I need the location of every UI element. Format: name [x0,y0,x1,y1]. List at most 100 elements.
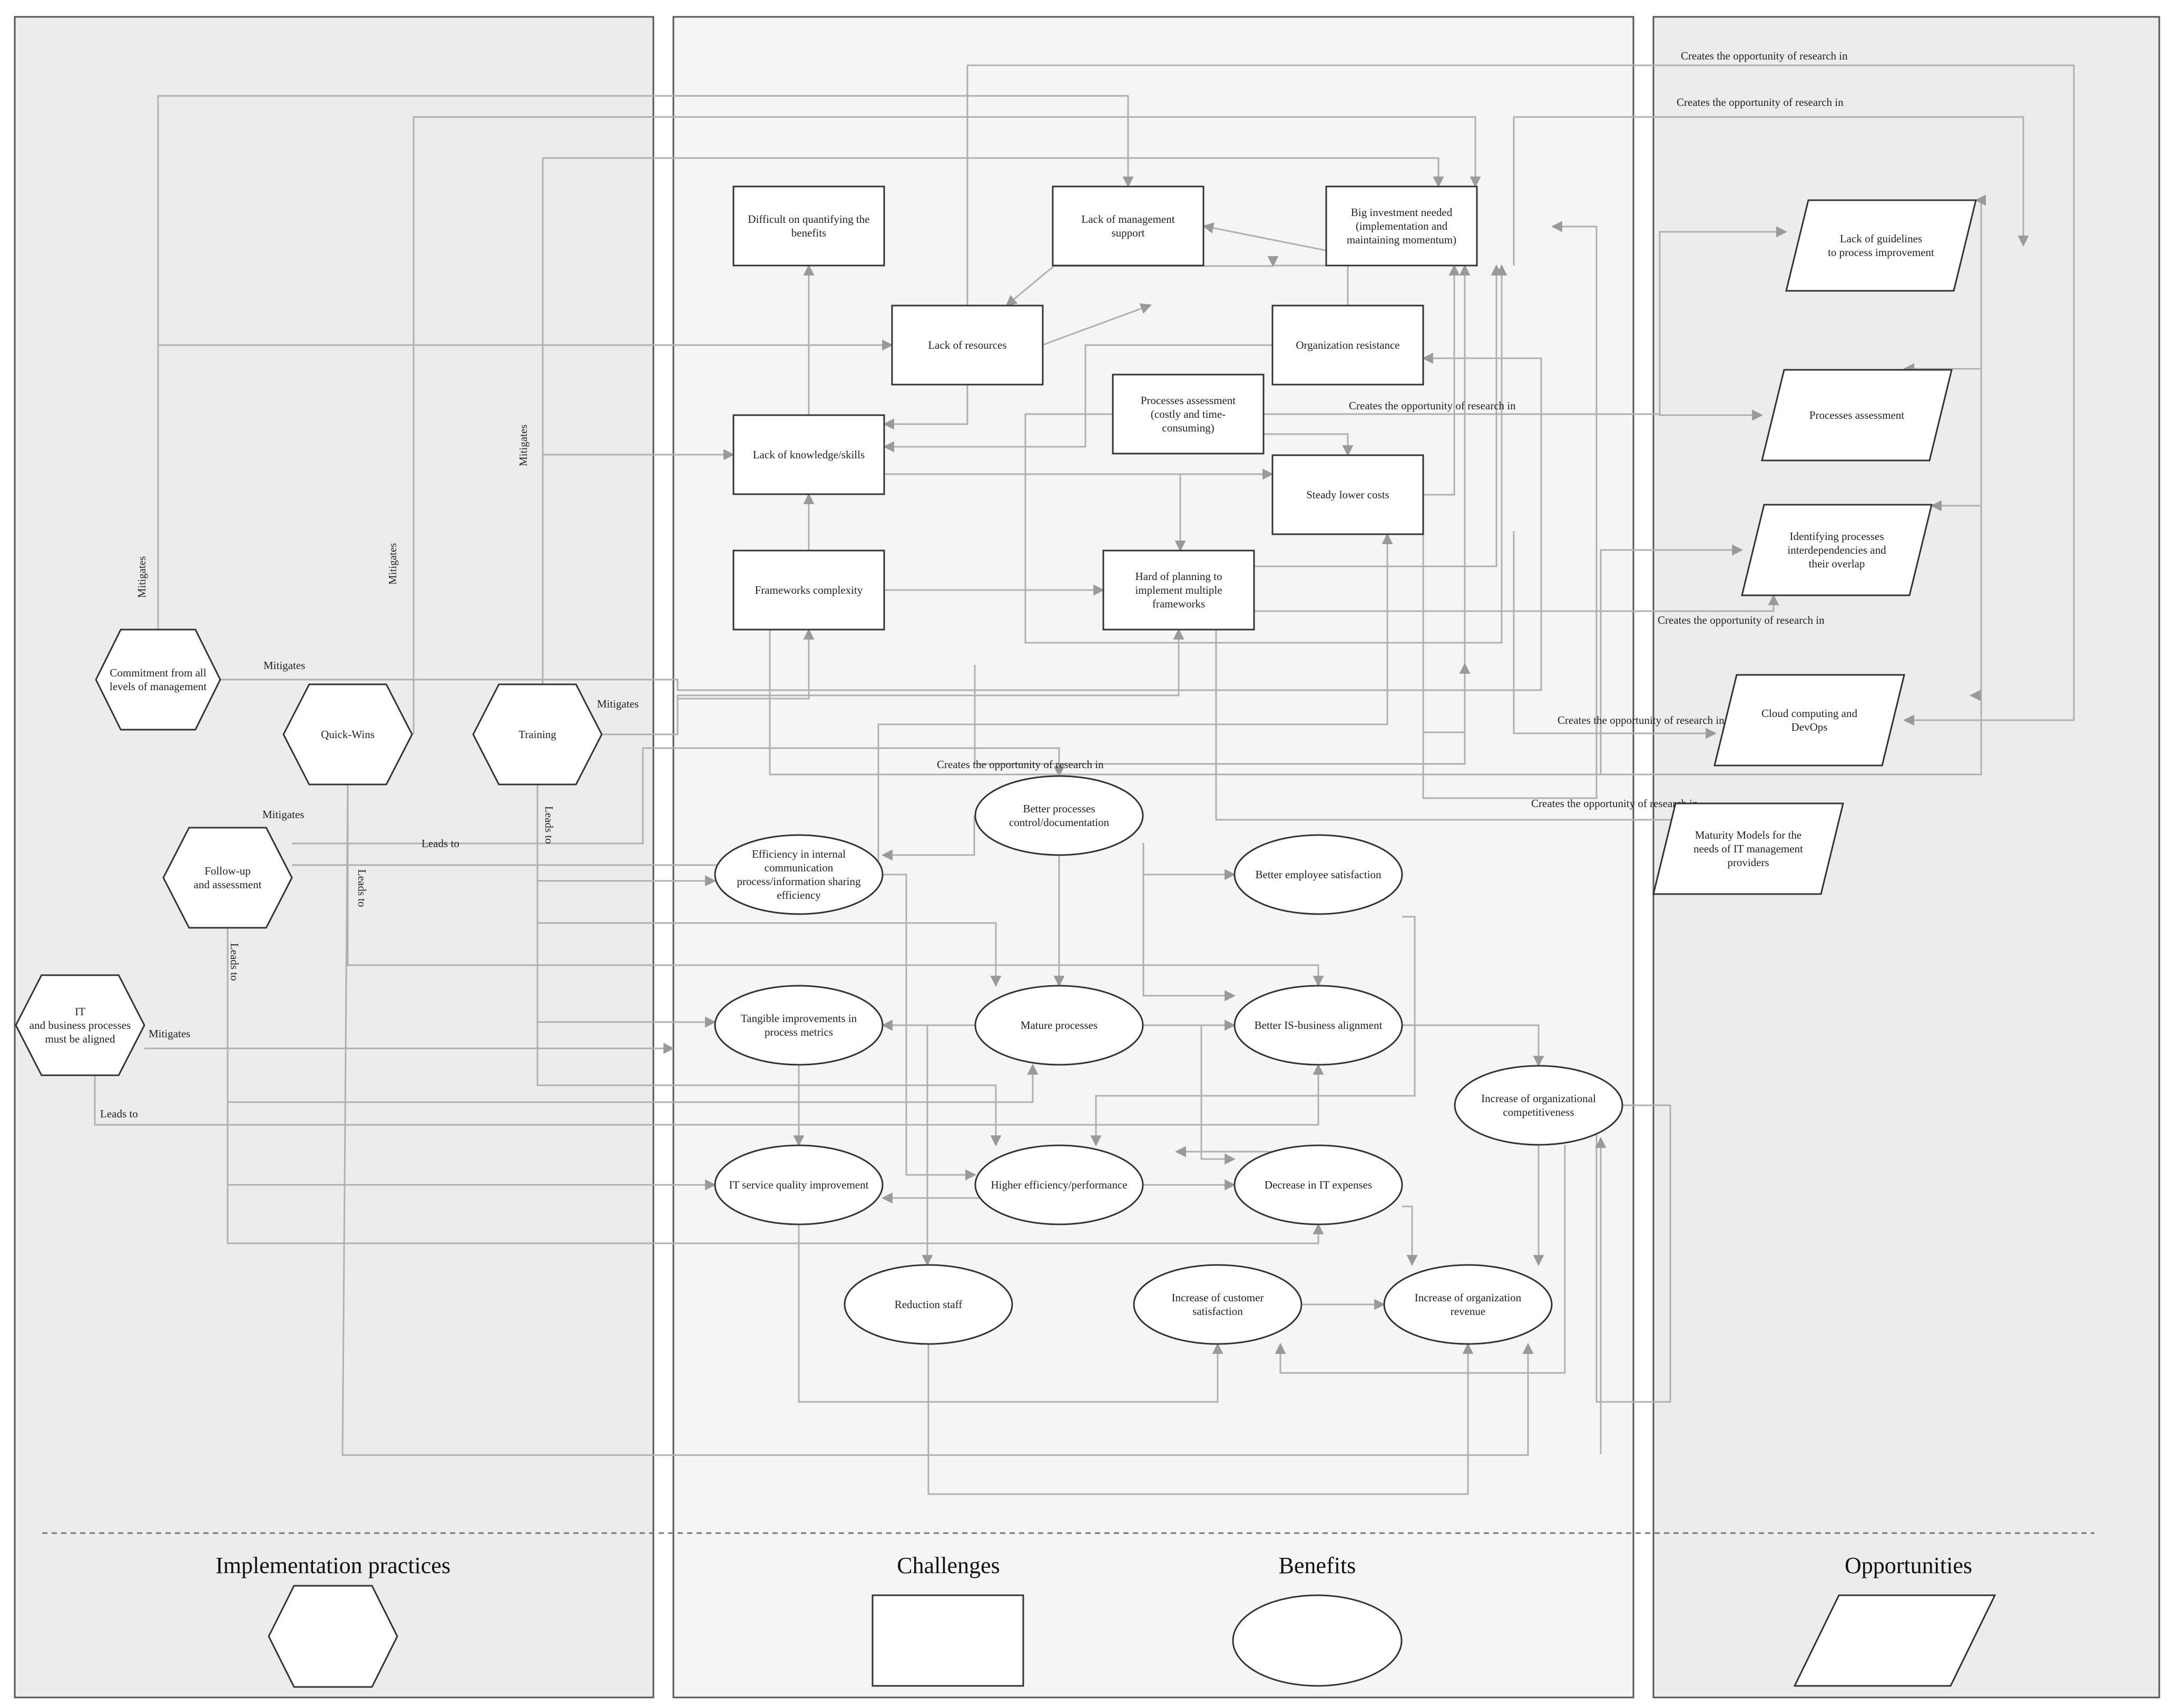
connector-arrow [966,64,2075,726]
rect-shape [1325,185,1478,267]
node-decreaseit: Decrease in IT expenses [1233,1144,1403,1225]
node-label: Increase of customer [1172,1291,1264,1304]
legend-practices-label: Implementation practices [216,1553,451,1578]
node-label: IT service quality improvement [729,1179,869,1191]
connector-arrow [157,339,894,630]
node-label: Processes assessment [1809,409,1904,421]
connector-arrow [227,928,1324,1244]
node-label: frameworks [1152,597,1205,610]
ellipse-shape [1383,1264,1553,1345]
node-isalign: Better IS-business alignment [1233,985,1403,1066]
edge-label-m7: Mitigates [149,1027,190,1040]
node-label: Processes assessment [1141,394,1236,407]
node-label: Lack of resources [928,339,1006,351]
node-label: IT [75,1005,85,1018]
connector-arrow [1402,1024,1544,1067]
node-label: efficiency [777,889,821,901]
legend-ellipse [1232,1594,1403,1687]
node-label: benefits [791,227,826,239]
node-procassess: Processes assessment(costly and time-con… [1112,374,1265,455]
connector-arrow [883,344,1348,453]
ellipse-shape [974,1144,1144,1225]
node-label: Better processes [1023,802,1095,815]
node-label: Identifying processes [1789,530,1884,543]
node-label: providers [1727,856,1769,869]
node-label: Big investment needed [1351,206,1453,219]
ellipse-shape [714,985,884,1066]
legend-opportunities-label: Opportunities [1845,1553,1972,1578]
node-label: Mature processes [1021,1019,1098,1032]
node-label: Commitment from all [110,666,206,679]
node-reduction: Reduction staff [844,1264,1013,1345]
node-label: Steady lower costs [1306,488,1389,501]
node-label: their overlap [1809,557,1865,570]
node-label: Efficiency in internal [752,848,846,860]
node-label: implement multiple [1135,584,1222,596]
rect-shape [1102,549,1255,631]
ellipse-shape [714,1144,884,1225]
hexagon-shape [95,629,221,731]
connector-arrow [1513,531,1717,739]
connector-arrow [922,1024,975,1267]
connector-arrow [1591,1104,1671,1403]
connector-arrow [883,385,968,430]
connector-arrow [1423,264,1460,496]
edge-label-l3: Leads to [356,869,368,907]
edge-label-m2: Mitigates [386,543,399,585]
edge-label-l2: Leads to [543,806,555,844]
ellipse-shape [1454,1065,1623,1146]
edge-label-cr2: Creates the opportunity of research in [1677,96,1844,109]
rect-shape [1271,454,1424,535]
rect-shape [1052,185,1204,267]
ellipse-shape [1233,985,1403,1066]
node-higheff: Higher efficiency/performance [974,1144,1144,1225]
parallelogram-shape [1785,199,1977,292]
connector-arrow [292,747,1065,845]
node-label: communication [765,861,834,874]
connector-arrow [1090,916,1416,1147]
ellipse-shape [1133,1264,1303,1345]
rect-shape [732,549,885,631]
node-label: process/information sharing [737,875,861,888]
connector-arrow [1513,116,2029,266]
node-label: Quick-Wins [321,728,375,741]
node-label: Better IS-business alignment [1255,1019,1383,1032]
node-itquality: IT service quality improvement [714,1144,884,1225]
edge-label-m5: Mitigates [597,698,639,710]
edge-label-cr3: Creates the opportunity of research in [1349,399,1516,412]
legend-hexagon [268,1585,398,1688]
connector-arrow [341,784,1534,1456]
connector-arrow [292,533,1393,866]
node-label: Tangible improvements in [741,1012,857,1025]
node-orgres: Organization resistance [1271,305,1424,386]
connector-arrow [1264,226,1788,415]
node-label: Training [518,728,556,741]
edge-label-l1: Leads to [422,837,459,850]
node-label: interdependencies and [1787,544,1886,556]
connector-arrow [220,352,1542,691]
edge-label-m1: Mitigates [135,556,148,598]
legend: Implementation practices Challenges Bene… [216,1553,1996,1688]
node-lackres: Lack of resources [891,305,1044,386]
node-label: must be aligned [45,1033,115,1045]
node-label: Hard of planning to [1135,570,1222,583]
node-competitive: Increase of organizationalcompetitivenes… [1454,1065,1623,1146]
connector-arrow [927,1342,1474,1495]
hexagon-shape [162,827,293,929]
edge-label-m3: Mitigates [517,425,530,466]
edge-label-l4: Leads to [228,943,241,981]
node-label: revenue [1451,1305,1485,1318]
connector-arrow [1264,433,1354,457]
rect-shape [732,185,885,267]
rect-shape [1271,305,1424,386]
rect-shape [732,414,885,495]
